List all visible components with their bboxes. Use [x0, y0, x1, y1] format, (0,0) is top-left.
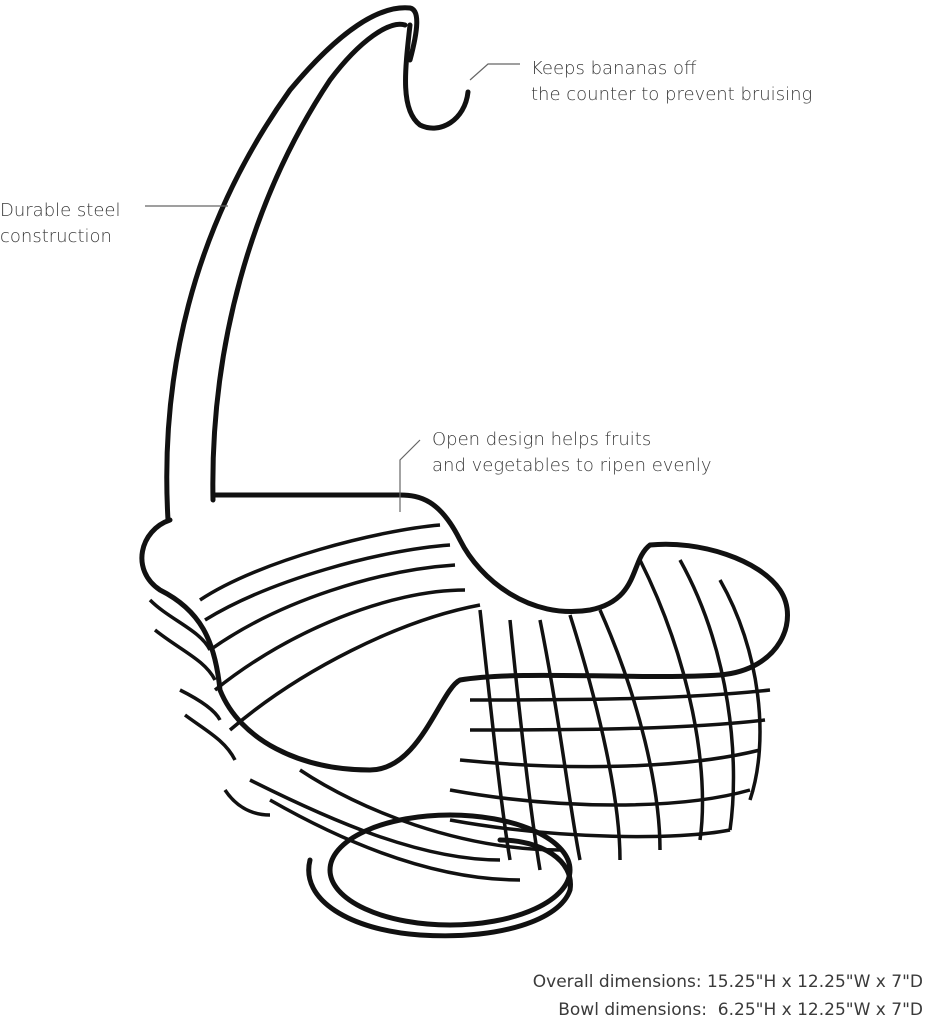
- wire: [148, 598, 212, 651]
- bowl-dimensions: Bowl dimensions: 6.25"H x 12.25"W x 7"D: [558, 1000, 923, 1020]
- callout-steel-line2: construction: [0, 226, 112, 247]
- basket-base: [306, 837, 573, 939]
- callout-design-line2: and vegetables to ripen evenly: [432, 455, 712, 476]
- wire: [538, 619, 582, 861]
- wire: [179, 688, 222, 721]
- callout-design: Open design helps fruits and vegetables …: [432, 427, 712, 479]
- wire: [183, 713, 237, 761]
- wire: [213, 588, 466, 692]
- wire: [199, 523, 441, 602]
- wire: [469, 688, 771, 702]
- wire: [153, 628, 217, 681]
- basket-wires: [148, 523, 771, 882]
- wire: [568, 614, 622, 861]
- overall-dimensions: Overall dimensions: 15.25"H x 12.25"W x …: [532, 972, 923, 992]
- callout-hook: Keeps bananas off the counter to prevent…: [531, 56, 812, 108]
- basket-rim: [139, 492, 790, 773]
- wire: [469, 718, 766, 732]
- callout-steel-line1: Durable steel: [0, 200, 121, 221]
- wire: [508, 619, 542, 871]
- banana-hook: [403, 22, 471, 131]
- wire: [678, 559, 736, 831]
- wire: [269, 798, 521, 882]
- wire: [299, 768, 561, 852]
- wire: [598, 609, 662, 851]
- wire: [249, 778, 501, 862]
- callout-hook-line1: Keeps bananas off: [531, 58, 697, 79]
- wire: [223, 789, 271, 817]
- wire: [718, 579, 762, 801]
- wire: [478, 609, 512, 861]
- leader-line-design: [399, 439, 421, 512]
- hanger-arm-outer: [164, 5, 420, 523]
- wire: [208, 563, 456, 652]
- wire: [449, 788, 751, 807]
- callout-design-line1: Open design helps fruits: [432, 429, 652, 450]
- wire: [449, 818, 731, 839]
- base-ring: [327, 812, 573, 928]
- wire: [204, 543, 451, 622]
- callout-steel: Durable steel construction: [0, 198, 121, 250]
- wire: [638, 559, 705, 841]
- hanger-arm-inner: [210, 21, 408, 503]
- wire: [459, 748, 761, 769]
- leader-line-hook: [469, 63, 520, 81]
- wire: [228, 603, 481, 732]
- callout-hook-line2: the counter to prevent bruising: [531, 84, 813, 105]
